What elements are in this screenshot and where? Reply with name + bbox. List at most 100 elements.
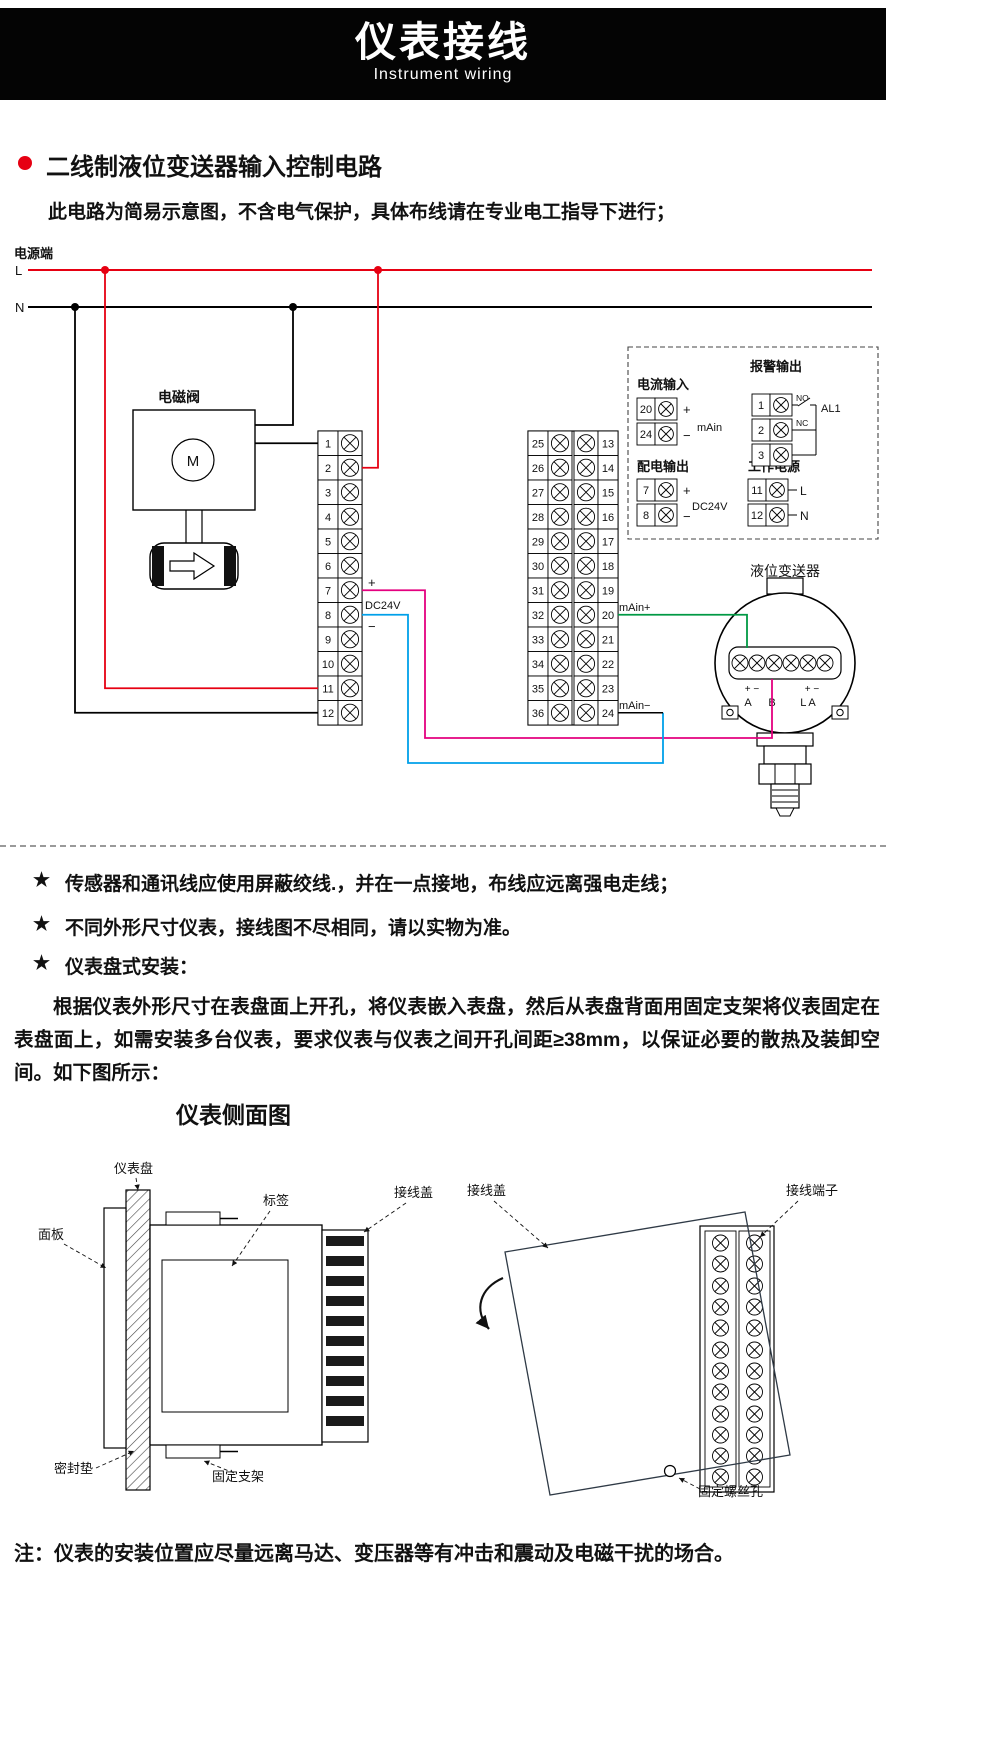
note-text: 仪表盘式安装： bbox=[65, 957, 199, 978]
line-n-label: N bbox=[15, 300, 24, 315]
flow-arrow-icon bbox=[169, 551, 216, 581]
screw-icon bbox=[712, 1426, 729, 1444]
screw-icon bbox=[782, 654, 800, 672]
current-input-label: 电流输入 bbox=[637, 377, 689, 392]
tag-label: 标签 bbox=[263, 1193, 289, 1208]
terminal-number: 33 bbox=[532, 635, 544, 647]
gasket-label: 密封垫 bbox=[54, 1461, 93, 1476]
tilted-cover bbox=[504, 1211, 791, 1496]
wire-neutral-to-solenoid bbox=[255, 307, 294, 426]
screw-icon bbox=[816, 654, 834, 672]
screw-icon bbox=[712, 1405, 729, 1423]
leader-line bbox=[363, 1202, 407, 1233]
line-l-label: L bbox=[15, 263, 22, 278]
screw-icon bbox=[746, 1426, 763, 1444]
terminal-number: 12 bbox=[322, 708, 334, 720]
plus-mark: + bbox=[683, 483, 691, 498]
section-title: 二线制液位变送器输入控制电路 bbox=[46, 154, 382, 181]
screw-icon bbox=[746, 1405, 763, 1423]
screw-icon bbox=[712, 1255, 729, 1273]
rear-view: 接线盖 接线端子 固定螺丝孔 bbox=[467, 1183, 838, 1499]
footer-note: 注：仪表的安装位置应尽量远离马达、变压器等有冲击和震动及电磁干扰的场合。 bbox=[14, 1543, 734, 1565]
panel-outline bbox=[627, 346, 879, 540]
installation-paragraph: 根据仪表外形尺寸在表盘面上开孔，将仪表嵌入表盘，然后从表盘背面用固定支架将仪表固… bbox=[14, 996, 880, 1084]
solenoid-valve: 电磁阀 M bbox=[132, 389, 256, 590]
valve-cap bbox=[152, 546, 164, 586]
section-heading: 二线制液位变送器输入控制电路 bbox=[18, 147, 382, 182]
note-item: ★ 仪表盘式安装： bbox=[33, 952, 198, 979]
main-label: mAin bbox=[697, 422, 722, 434]
plus-mark: + bbox=[368, 575, 376, 590]
minus-mark: − bbox=[368, 619, 376, 634]
leader-line bbox=[759, 1200, 799, 1238]
terminal-number: 8 bbox=[325, 610, 331, 622]
screw-icon bbox=[712, 1277, 729, 1295]
screw-icon bbox=[712, 1298, 729, 1316]
note-item: ★ 传感器和通讯线应使用屏蔽绞线.，并在一点接地，布线应远离强电走线； bbox=[33, 869, 678, 896]
alarm-output-label: 报警输出 bbox=[750, 359, 802, 374]
main-plus-label: mAin+ bbox=[619, 602, 651, 614]
terminal-number: 6 bbox=[325, 561, 331, 573]
screw-icon bbox=[748, 654, 766, 672]
terminal-number: 12 bbox=[751, 510, 763, 522]
cover-stripe bbox=[326, 1376, 364, 1386]
cover-stripe bbox=[326, 1396, 364, 1406]
screw-icon bbox=[746, 1234, 763, 1252]
leader-line bbox=[678, 1477, 701, 1490]
motor-label: M bbox=[187, 453, 200, 470]
terminal-number: 21 bbox=[602, 635, 614, 647]
terminal-number: 15 bbox=[602, 488, 614, 500]
terminal-number: 7 bbox=[643, 485, 649, 497]
screw-icon bbox=[712, 1447, 729, 1465]
terminal-number: 32 bbox=[532, 610, 544, 622]
bracket-label: 固定支架 bbox=[212, 1469, 264, 1484]
leader-line bbox=[134, 1177, 140, 1191]
dashed-separator bbox=[0, 845, 886, 847]
screw-hole-label: 固定螺丝孔 bbox=[698, 1484, 763, 1499]
dc24v-label: DC24V bbox=[365, 600, 401, 612]
page-title: 仪表接线 bbox=[355, 19, 531, 65]
front-bezel bbox=[103, 1207, 127, 1449]
wire-dc24v-plus bbox=[362, 589, 773, 739]
terminal-number: 20 bbox=[640, 404, 652, 416]
mounting-panel bbox=[125, 1189, 151, 1491]
terminal-letter: A bbox=[744, 697, 752, 709]
wire-neutral-to-terminal12 bbox=[74, 307, 318, 714]
level-transmitter: 液位变送器 + − + − A B L A bbox=[714, 563, 856, 817]
terminal-number: 36 bbox=[532, 708, 544, 720]
installation-diagram: 仪表盘 面板 标签 接线盖 密 bbox=[38, 1161, 838, 1499]
note-text: 传感器和通讯线应使用屏蔽绞线.，并在一点接地，布线应远离强电走线； bbox=[65, 874, 679, 895]
terminal-number: 30 bbox=[532, 561, 544, 573]
dist-output-label: 配电输出 bbox=[637, 459, 689, 474]
terminal-number: 8 bbox=[643, 510, 649, 522]
top-bracket bbox=[165, 1211, 221, 1226]
screw-icon bbox=[712, 1362, 729, 1380]
star-icon: ★ bbox=[33, 953, 51, 974]
side-view-title: 仪表侧面图 bbox=[176, 1103, 291, 1128]
main-minus-label: mAin− bbox=[619, 700, 651, 712]
terminal-number: 27 bbox=[532, 488, 544, 500]
terminal-number: 2 bbox=[325, 463, 331, 475]
terminal-number: 2 bbox=[758, 425, 764, 437]
screw-icon bbox=[746, 1383, 763, 1401]
probe-tip bbox=[775, 807, 795, 817]
bottom-bracket bbox=[165, 1444, 221, 1459]
terminal-number: 35 bbox=[532, 684, 544, 696]
terminal-number: 16 bbox=[602, 512, 614, 524]
section-note: 此电路为简易示意图，不含电气保护，具体布线请在专业电工指导下进行； bbox=[48, 202, 676, 223]
terminal-number: 18 bbox=[602, 561, 614, 573]
terminal-number: 28 bbox=[532, 512, 544, 524]
screw-icon bbox=[712, 1234, 729, 1252]
terminal-number: 23 bbox=[602, 684, 614, 696]
terminal-number: 1 bbox=[325, 439, 331, 451]
wire-dc24v-minus bbox=[362, 613, 664, 764]
terminal-letter: L A bbox=[800, 697, 816, 709]
screw-icon bbox=[712, 1383, 729, 1401]
wire-live-to-terminal2 bbox=[362, 270, 379, 469]
terminals-label: 接线端子 bbox=[786, 1183, 838, 1198]
side-screw bbox=[836, 708, 844, 717]
screw-icon bbox=[731, 654, 749, 672]
screw-icon bbox=[746, 1298, 763, 1316]
main-terminal-block: 25 26 27 28 29 30 31 32 33 34 35 36 13 1… bbox=[527, 430, 619, 726]
terminal-number: 7 bbox=[325, 586, 331, 598]
